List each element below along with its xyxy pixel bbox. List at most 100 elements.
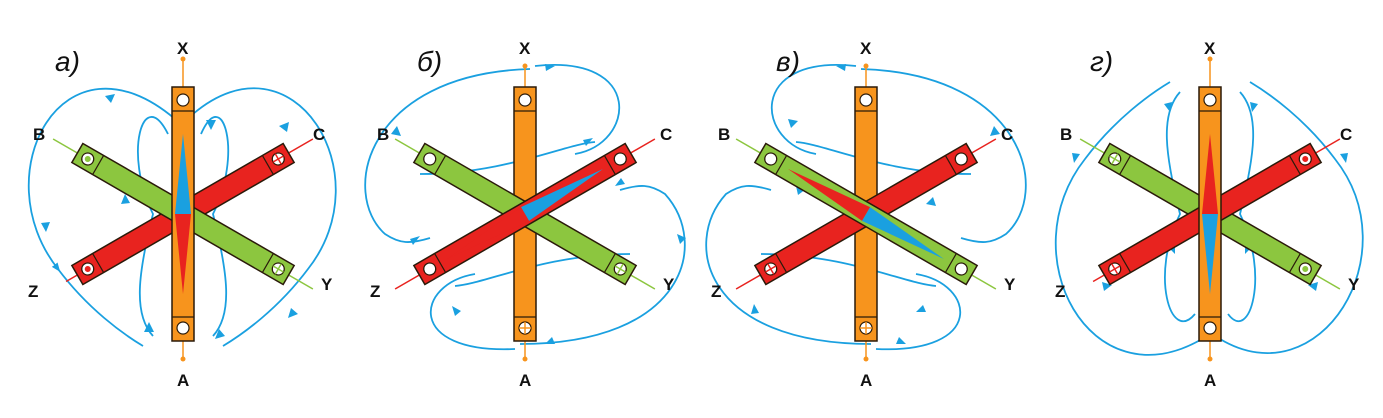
needle-red-half [1202, 134, 1218, 214]
terminal-circle-icon [859, 93, 873, 107]
terminal-label-y: Y [1348, 275, 1360, 294]
arrow-icon [452, 306, 461, 316]
panel-label: г) [1090, 46, 1113, 77]
terminal-circle-icon [84, 156, 91, 162]
terminal-circle-icon [1203, 93, 1217, 107]
field-lines [1054, 81, 1364, 356]
field-line-right-outer [192, 87, 337, 347]
terminal-circle-icon [518, 93, 532, 107]
terminal-label-y: Y [321, 275, 333, 294]
compass-needle [447, 169, 603, 259]
arrow-icon [615, 178, 625, 186]
cross-mark [1109, 153, 1121, 165]
bar-divider [434, 155, 447, 175]
cross-mark [272, 153, 284, 165]
bar-divider [1119, 155, 1132, 175]
field-line-bottom-outer [519, 185, 686, 345]
compass-needle [175, 134, 191, 294]
arrow-icon [41, 222, 50, 232]
bar-divider [1288, 155, 1301, 175]
terminal-label-x: X [860, 39, 872, 58]
arrow-icon [215, 329, 225, 339]
arrow-icon [206, 120, 216, 130]
field-lines [27, 87, 337, 347]
needle-red-half [175, 214, 191, 294]
needle-red-half [447, 207, 529, 259]
terminal-circle-icon [423, 262, 437, 276]
panel-label: а) [55, 46, 80, 77]
terminal-label-y: Y [663, 275, 675, 294]
terminal-circle-icon [954, 262, 968, 276]
terminal-label-a: A [860, 371, 872, 390]
arrow-icon [545, 64, 555, 71]
cross-mark [614, 263, 626, 275]
field-line-left-outer [1054, 81, 1203, 356]
terminal-circle-icon [1302, 156, 1309, 162]
field-line-top [534, 64, 621, 155]
bar-divider [944, 253, 957, 273]
bar-divider [603, 253, 616, 273]
bar-divider [603, 155, 616, 175]
terminal-label-a: A [1204, 371, 1216, 390]
arrow-icon [751, 304, 759, 314]
arrow-icon [545, 337, 555, 344]
arrow-icon [836, 64, 846, 71]
bar-divider [775, 155, 788, 175]
arrow-icon [1340, 153, 1348, 163]
bar-divider [92, 155, 105, 175]
arrow-icon [391, 126, 401, 136]
arrow-icon [1250, 102, 1258, 112]
field-arrows [41, 94, 298, 339]
terminal-circle-icon [84, 266, 91, 272]
arrow-icon [926, 197, 936, 206]
field-arrows [751, 64, 1000, 344]
arrow-icon [1072, 153, 1080, 163]
bar-divider [944, 155, 957, 175]
cross-mark [1109, 263, 1121, 275]
bar-divider [775, 253, 788, 273]
field-line-right-inner [200, 116, 230, 337]
terminal-label-z: Z [370, 282, 380, 301]
lead-dot [863, 356, 869, 362]
panel-b: б) X A B C Y Z [364, 39, 686, 390]
cross-mark [860, 322, 872, 334]
terminal-circle-icon [954, 152, 968, 166]
arrow-icon [788, 119, 798, 128]
field-line-left-outer [27, 87, 176, 347]
terminal-label-y: Y [1004, 275, 1016, 294]
panel-label: б) [417, 46, 442, 77]
needle-blue-half [1202, 214, 1218, 294]
field-line-right-inner [1227, 91, 1257, 322]
field-arrows [391, 64, 686, 344]
terminal-label-a: A [177, 371, 189, 390]
field-line-top-outer [364, 68, 531, 243]
terminal-label-c: C [1001, 125, 1013, 144]
arrow-icon [279, 122, 289, 132]
compass-needle [788, 169, 944, 259]
cross-mark [519, 322, 531, 334]
bar-divider [1288, 253, 1301, 273]
field-line-right-outer [1219, 81, 1364, 354]
terminal-circle-icon [613, 152, 627, 166]
lead-dot [863, 63, 869, 69]
arrow-icon [990, 126, 1000, 136]
cross-mark [272, 263, 284, 275]
terminal-label-x: X [177, 39, 189, 58]
field-line-top-outer [860, 68, 1027, 243]
terminal-circle-icon [176, 93, 190, 107]
cross-mark [765, 263, 777, 275]
arrow-icon [121, 194, 130, 204]
field-line-left-inner [1164, 91, 1196, 322]
panel-a: а) X A B C Y Z [27, 39, 337, 390]
needle-blue-half [862, 207, 944, 259]
arrow-icon [916, 305, 926, 312]
lead-dot [180, 356, 186, 362]
field-line-left-inner [137, 116, 169, 337]
terminal-label-b: B [377, 125, 389, 144]
field-line-bottom [875, 273, 962, 350]
terminal-label-x: X [1204, 39, 1216, 58]
field-line-bottom [429, 273, 516, 350]
terminal-label-z: Z [28, 282, 38, 301]
lead-dot [522, 356, 528, 362]
